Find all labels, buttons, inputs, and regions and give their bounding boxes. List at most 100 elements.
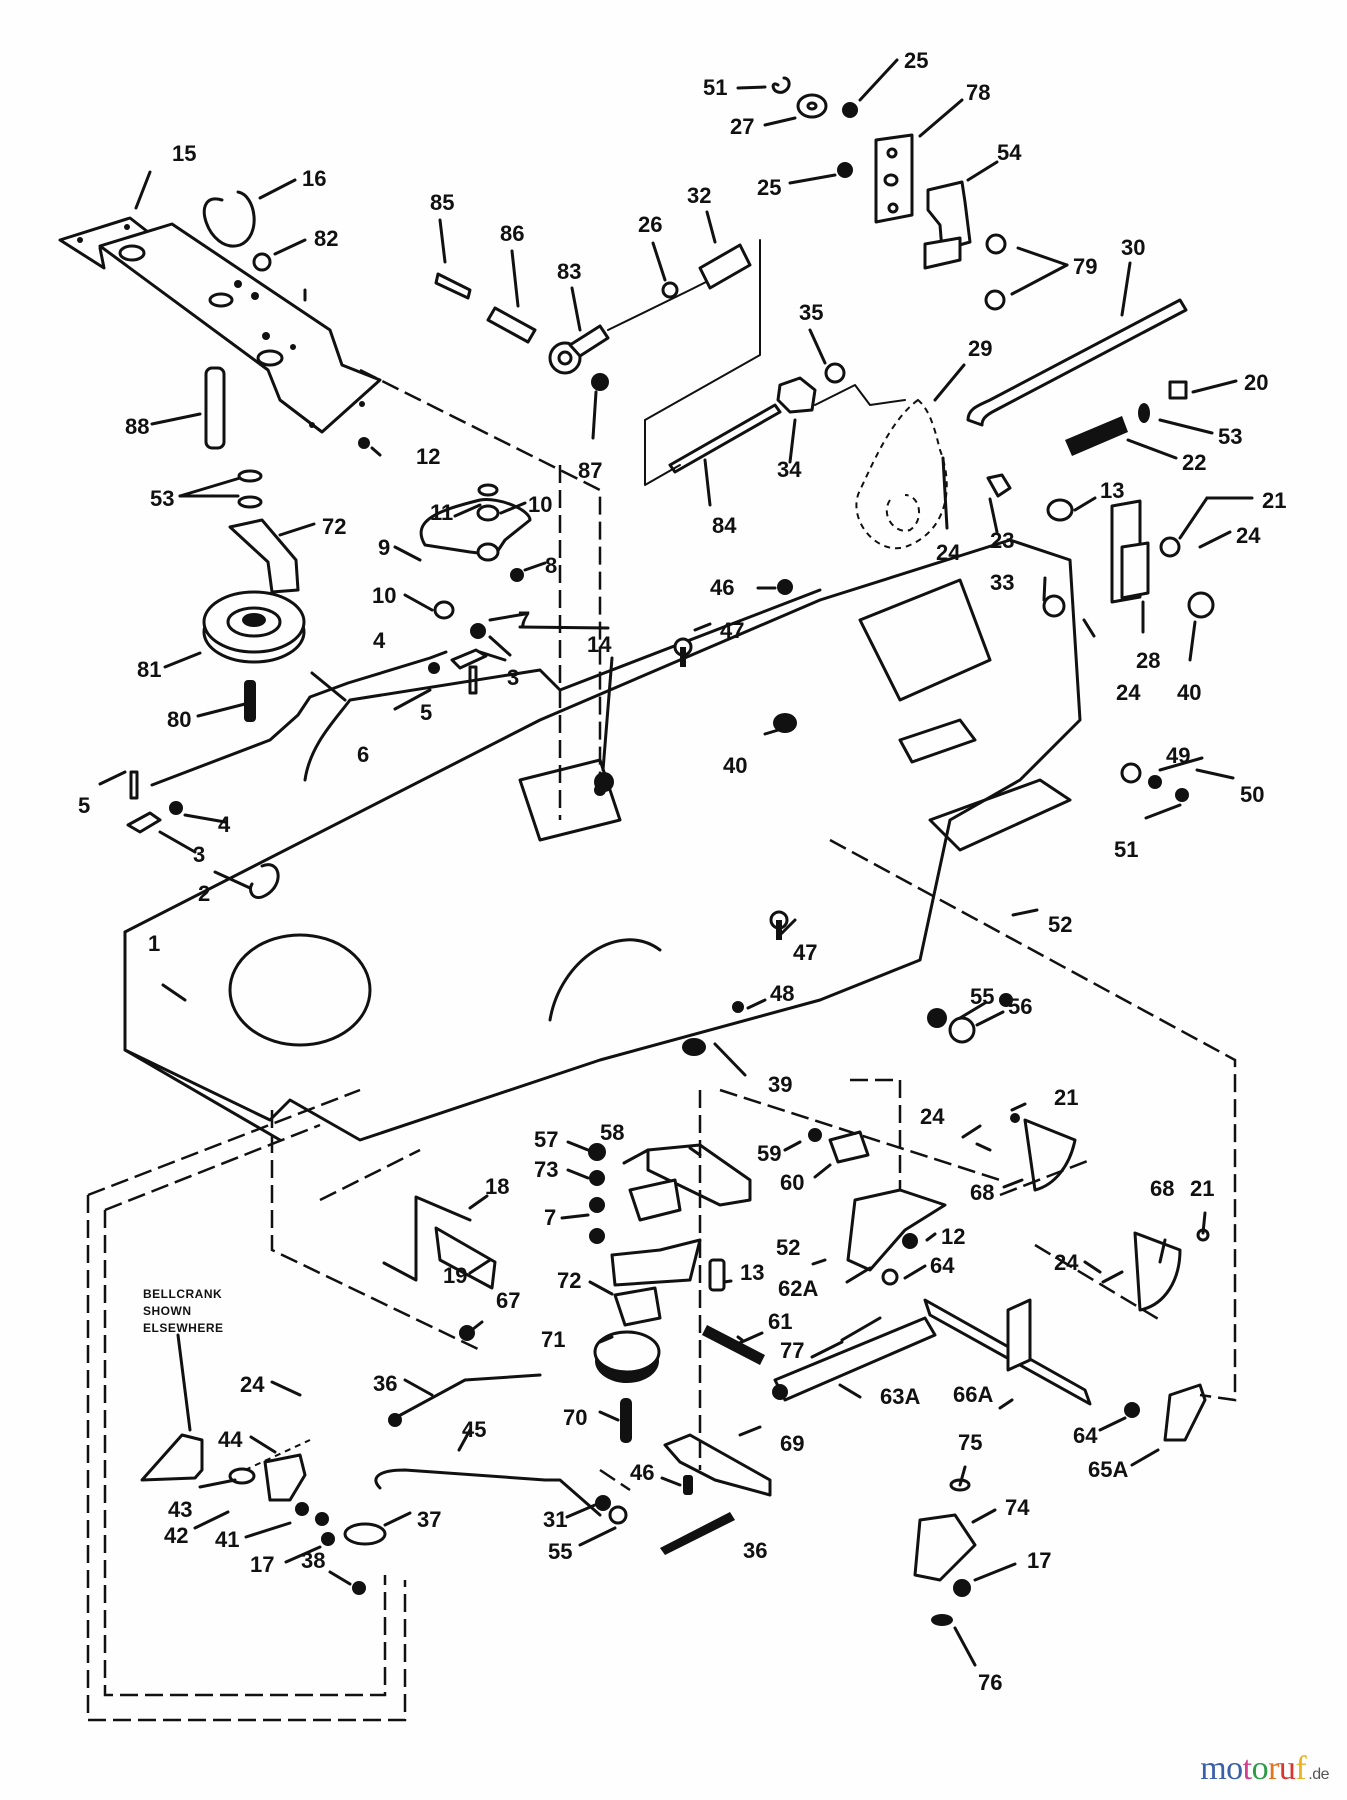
part-28-bracket [1110, 499, 1150, 604]
part-35-nut [824, 362, 846, 384]
callout-26: 26 [638, 212, 662, 237]
callout-1: 1 [148, 931, 160, 956]
part-50-washer [1148, 775, 1162, 789]
callout-60: 60 [780, 1170, 804, 1195]
callout-64-lower: 64 [1073, 1423, 1098, 1448]
callout-36-lower: 36 [743, 1538, 767, 1563]
callout-40-mid: 40 [723, 753, 747, 778]
part-37-clevis [343, 1522, 387, 1546]
part-46-screw-top [777, 579, 793, 595]
callout-65A: 65A [1088, 1457, 1128, 1482]
part-20-nut [1168, 380, 1188, 400]
callout-6: 6 [357, 742, 369, 767]
callout-44: 44 [218, 1427, 243, 1452]
callout-56: 56 [1008, 994, 1032, 1019]
callout-80: 80 [167, 707, 191, 732]
part-21-washer-top [1159, 536, 1181, 558]
part-56-nut [948, 1016, 976, 1044]
part-17-nut-lower-right [953, 1579, 971, 1597]
callout-24-lift-left: 24 [920, 1104, 945, 1129]
callout-17-lower-left: 17 [250, 1552, 274, 1577]
bellcrank-note-line2: SHOWN [143, 1304, 192, 1318]
callout-57: 57 [534, 1127, 558, 1152]
part-46-screw-lower [683, 1475, 693, 1495]
callout-59: 59 [757, 1141, 781, 1166]
callout-52-right: 52 [1048, 912, 1072, 937]
part-64-bushing-lower [1124, 1402, 1140, 1418]
callout-25-lower: 25 [757, 175, 781, 200]
callout-24-bellcrank: 24 [936, 540, 961, 565]
callout-30: 30 [1121, 235, 1145, 260]
callout-72-upper: 72 [322, 514, 346, 539]
part-12-nut [358, 437, 370, 449]
callout-86: 86 [500, 221, 524, 246]
part-74-bracket [913, 1513, 977, 1582]
part-25-nuts [837, 102, 858, 178]
callout-63A: 63A [880, 1384, 920, 1409]
part-10-spacer [433, 504, 500, 620]
part-87-nut [591, 373, 609, 391]
callout-10-right: 10 [528, 492, 552, 517]
part-79-buttons [984, 233, 1007, 311]
part-63A-arm [772, 1316, 937, 1402]
callout-24-top-right: 24 [1236, 523, 1261, 548]
part-19-pad [434, 1226, 497, 1290]
part-51-nut-right [1175, 788, 1189, 802]
part-30-rod [966, 298, 1188, 427]
part-48-nut [732, 1001, 744, 1013]
callout-24-lower-left: 24 [240, 1372, 265, 1397]
callout-51-right: 51 [1114, 837, 1138, 862]
callout-21-lift-right: 21 [1190, 1176, 1214, 1201]
callout-28: 28 [1136, 648, 1160, 673]
callout-34: 34 [777, 457, 802, 482]
callout-72-lower: 72 [557, 1268, 581, 1293]
part-65A-arm [1163, 1383, 1207, 1442]
part-39-plug [682, 1038, 706, 1056]
part-12-nut-lower [902, 1233, 918, 1249]
part-13-pin-right [1046, 498, 1074, 522]
part-22-spring [1065, 416, 1128, 456]
watermark-letter-m: m [1200, 1750, 1227, 1787]
watermark-letter-f: f [1295, 1750, 1307, 1787]
callout-41: 41 [215, 1527, 239, 1552]
callout-58: 58 [600, 1120, 624, 1145]
part-71-pulley [593, 1330, 661, 1383]
part-16-retaining-ring [202, 190, 256, 248]
callout-68-left: 68 [970, 1180, 994, 1205]
leader-lines [98, 58, 1254, 1667]
callout-11: 11 [430, 500, 453, 525]
part-70-bolt [620, 1398, 632, 1443]
callout-43: 43 [168, 1497, 192, 1522]
part-18-z-rod [382, 1195, 472, 1282]
part-82-nut [252, 252, 272, 272]
callout-87: 87 [578, 458, 602, 483]
callout-46-top: 46 [710, 575, 734, 600]
callout-18: 18 [485, 1174, 509, 1199]
callout-62A: 62A [778, 1276, 818, 1301]
part-53-washers [237, 469, 263, 509]
callout-55-lower: 55 [548, 1539, 572, 1564]
part-60-switch [828, 1130, 870, 1164]
watermark-tld: .de [1308, 1766, 1329, 1783]
part-23-block [986, 473, 1012, 498]
part-45-brake-rod [374, 1468, 602, 1517]
callout-21-top: 21 [1262, 488, 1286, 513]
callout-3-mid: 3 [507, 665, 519, 690]
callout-35: 35 [799, 300, 823, 325]
assembly-lines [86, 368, 1237, 1722]
part-80-bolt [244, 680, 256, 722]
part-72-bracket-lower [610, 1238, 702, 1327]
part-33-washer [1042, 594, 1066, 618]
part-88-shoulder-bolt [204, 366, 226, 450]
callout-77: 77 [780, 1338, 804, 1363]
part-41-17-38-nuts [295, 1502, 366, 1595]
callout-14: 14 [587, 632, 612, 657]
callout-4-mid: 4 [373, 628, 386, 653]
callout-10-left: 10 [372, 583, 396, 608]
callout-29: 29 [968, 336, 992, 361]
callout-22: 22 [1182, 450, 1206, 475]
bellcrank-note-line1: BELLCRANK [143, 1287, 222, 1301]
part-7-nut [470, 623, 486, 639]
part-55-nut-right [927, 1008, 947, 1028]
